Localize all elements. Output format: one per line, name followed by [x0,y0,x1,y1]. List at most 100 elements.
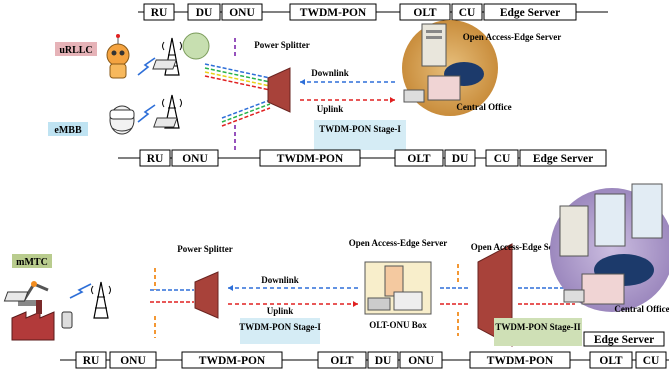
olt-building-icon [403,75,461,103]
wireless-link-icon [69,283,92,299]
fiber-links-scenario1 [204,63,271,127]
wireless-link-icon [137,57,156,76]
stack-label: Edge Server [533,153,593,165]
downlink-label: Downlink [261,275,299,285]
stage-label-line: TWDM-PON Stage-I [239,322,321,332]
onu-box-icon [153,117,178,128]
stack-label: CU [459,7,476,19]
stack-box-du [187,3,221,21]
sensor-icon [61,311,73,329]
stack-box-olt [317,351,367,369]
urllc-tag: uRLLC [59,45,92,56]
box-label: OLT-ONU Box [369,320,427,330]
server-icon [421,23,447,67]
stage-label-bg [494,318,582,346]
vr-headset-icon [109,105,135,135]
stack-label: Edge Server [500,7,560,19]
stack-label: ONU [229,7,255,19]
server-label: Open Access-Edge Server [463,32,561,42]
stack-label: DU [375,355,392,367]
stack-box-twdm-pon [289,3,377,21]
office-label: Central Office [456,102,511,112]
uplink-label: Uplink [317,104,344,114]
stack-label: ONU [408,355,434,367]
stack-box-du [444,149,476,167]
onu-box-icon [3,291,29,302]
stack-label: CU [643,355,660,367]
power-splitter-2 [194,271,219,319]
radio-tower-icon [91,281,111,319]
stack-label: ONU [182,153,208,165]
stack-box-edge-server [519,149,607,167]
stack-label: TWDM-PON [487,355,554,367]
stack-box-olt [399,3,451,21]
stack-label: RU [151,7,168,19]
stack-box-cu [451,3,483,21]
middle-stack-bar: RU ONU TWDM-PON OLT DU CU Edge Server [118,149,607,167]
stack-box-ru [75,351,107,369]
stack-box-du [367,351,399,369]
stack-label: TWDM-PON [199,355,266,367]
stack-box-cu [635,351,667,369]
wireless-link-icon [137,104,156,123]
stack-box-twdm-pon [259,149,361,167]
server-icon [559,183,663,257]
server-label: Open Access-Edge Server [471,242,569,252]
stack-label: OLT [599,355,623,367]
stack-box-onu [221,3,263,21]
stack-label: RU [83,355,100,367]
robot-icon [106,34,130,79]
stack-label: TWDM-PON [300,7,367,19]
stack-label: OLT [407,153,431,165]
stack-box-olt [589,351,633,369]
stack-box-twdm-pon [469,351,571,369]
stack-label: OLT [330,355,354,367]
stack-label: DU [196,7,213,19]
edge-server-label: Edge Server [594,334,654,346]
onu-device-icon [393,291,423,311]
stack-label: RU [147,153,164,165]
urllc-tag-bg [55,42,97,56]
stack-box-onu [399,351,443,369]
mmtc-tag: mMTC [16,257,48,268]
power-splitter-1 [267,67,291,113]
ru-node [182,32,210,60]
office-label: Central Office [614,304,669,314]
onu-box-icon [152,59,177,70]
embb-tag-bg [48,122,88,136]
stage-label-bg [240,318,320,344]
stack-box-ru [143,3,175,21]
radio-tower-icon [162,94,182,129]
stack-box-onu [109,351,157,369]
stage-label-line: TWDM-PON Stage-I [319,124,401,134]
olt-building-icon [563,273,625,305]
uplink-label: Uplink [267,306,294,316]
stack-box-twdm-pon [181,351,283,369]
stack-box-edge-server [483,3,577,21]
stack-box-ru [139,149,171,167]
downlink-label: Downlink [311,68,349,78]
splitter-label: Power Splitter [177,244,233,254]
mmtc-tag-bg [12,254,52,268]
robotic-arm-icon [18,281,49,306]
stack-label: OLT [413,7,437,19]
fiber-links-scenario2 [132,289,195,303]
stack-box-cu [485,149,519,167]
stack-label: DU [452,153,469,165]
bottom-stack-bar: RU ONU TWDM-PON OLT DU ONU TWDM-PON OLT … [60,351,669,369]
splitter-label: Power Splitter [254,40,310,50]
server-label: Open Access-Edge Server [349,238,447,248]
factory-icon [11,300,55,341]
stage-label-bg [314,120,406,150]
stack-label: ONU [120,355,146,367]
stack-label: CU [494,153,511,165]
stage-label-line: TWDM-PON Stage-II [495,322,581,332]
stack-box-onu [171,149,219,167]
stack-label: TWDM-PON [277,153,344,165]
embb-tag: eMBB [54,125,82,136]
top-stack-bar: RU DU ONU TWDM-PON OLT CU Edge Server [138,3,608,21]
olt-device-icon [367,297,391,311]
stack-box-olt [394,149,444,167]
edge-server-box [583,331,665,347]
